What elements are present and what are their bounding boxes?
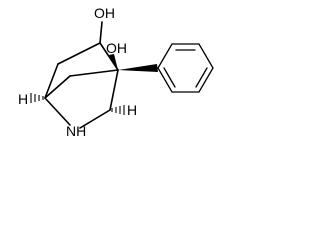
label-h-right: H [127,102,137,118]
bond-c1-n [44,97,71,126]
hash-bond-h-left [30,93,44,103]
phenyl-ring [157,43,214,93]
label-oh-top: OH [94,5,115,21]
bond-c2-c3 [57,42,101,65]
bond-n-c5 [79,109,111,129]
label-nh: NH [66,123,86,139]
wedge-bond-bridge-oh [109,54,118,70]
molecule-structure: OH OH NH H H [18,5,214,139]
hash-bond-h-right [111,105,125,115]
label-oh-bridge: OH [106,40,127,56]
bond-cb-c4 [69,69,119,77]
label-h-left: H [18,91,28,107]
bond-c3-oh [99,21,103,44]
wedge-bond-phenyl [118,64,158,72]
bond-c3-c4 [99,42,119,71]
bond-c5-c4 [109,69,119,111]
bond-c1-cb [44,75,71,99]
bond-c1-c2 [44,63,59,99]
